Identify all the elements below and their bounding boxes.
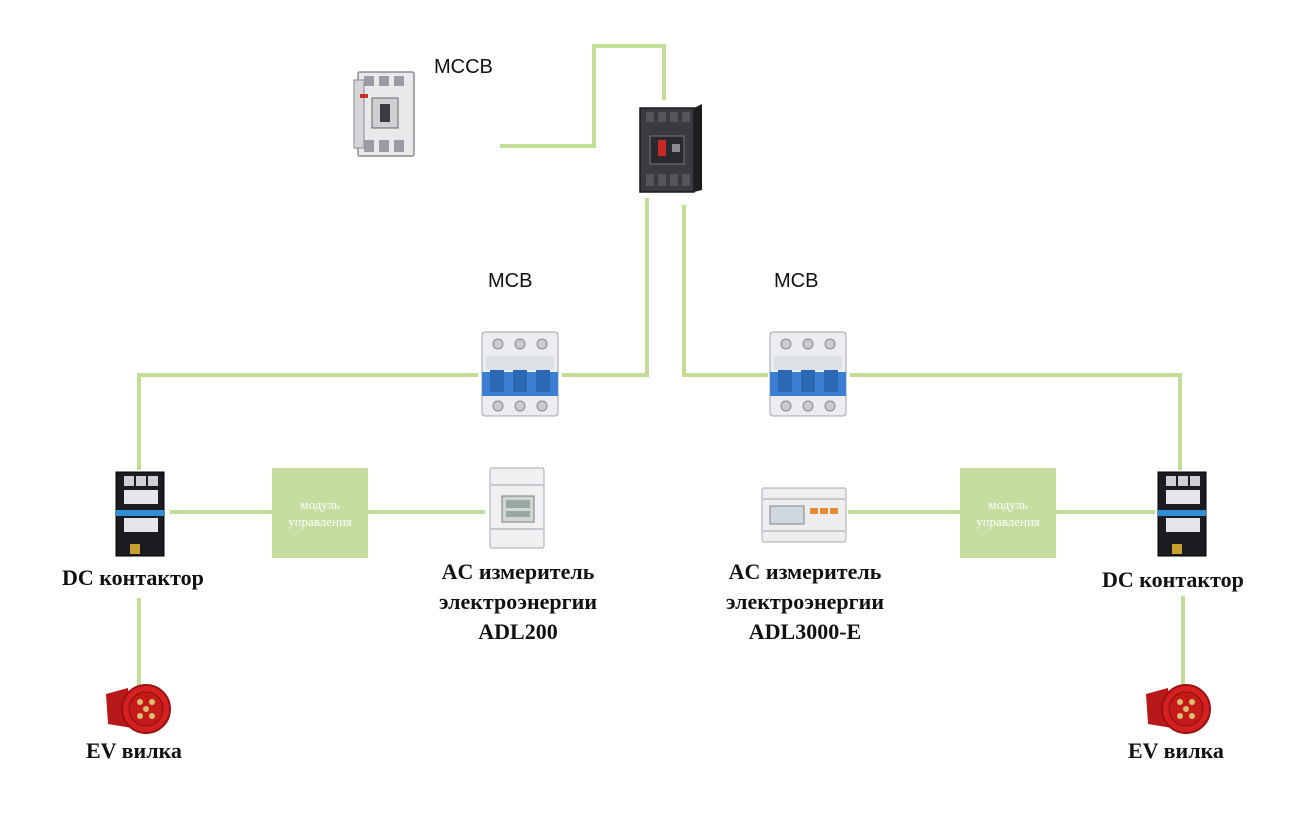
adl3000e-label-line-2: электроэнергии bbox=[726, 589, 884, 614]
dc-contactor-right-label: DC контактор bbox=[1102, 567, 1244, 592]
adl200-meter-image bbox=[489, 467, 545, 549]
mccb-image bbox=[353, 71, 415, 157]
wire-mccb-to-main-breaker bbox=[500, 44, 666, 148]
ev-plug-left-label: EV вилка bbox=[86, 738, 182, 763]
adl3000e-label-line-1: AC измеритель bbox=[728, 559, 882, 584]
ev-plug-right-label: EV вилка bbox=[1128, 738, 1224, 763]
adl3000e-label-line-3: ADL3000-E bbox=[748, 619, 862, 644]
mccb-label: MCCB bbox=[434, 56, 493, 78]
control-module-left-line-2: управления bbox=[288, 514, 352, 529]
adl200-meter-label: AC измеритель электроэнергии ADL200 bbox=[426, 557, 610, 647]
ev-plug-right-image bbox=[1146, 684, 1211, 734]
dc-contactor-left-image bbox=[115, 471, 165, 557]
control-module-left: модуль управления bbox=[272, 468, 368, 558]
wire-right-mcb-to-right-contactor bbox=[850, 373, 1182, 470]
ev-plug-left-image bbox=[106, 684, 171, 734]
wire-left-mcb-to-left-contactor bbox=[137, 373, 478, 470]
adl3000e-meter-label: AC измеритель электроэнергии ADL3000-E bbox=[710, 557, 900, 647]
adl200-label-line-2: электроэнергии bbox=[439, 589, 597, 614]
adl200-label-line-1: AC измеритель bbox=[441, 559, 595, 584]
control-module-left-line-1: модуль bbox=[300, 497, 340, 512]
mcb-right-image bbox=[769, 331, 847, 417]
adl3000e-meter-image bbox=[761, 487, 847, 543]
mcb-left-image bbox=[481, 331, 559, 417]
dc-contactor-left-label: DC контактор bbox=[62, 565, 204, 590]
control-module-right: модуль управления bbox=[960, 468, 1056, 558]
main-breaker-image bbox=[639, 104, 702, 193]
wire-main-breaker-to-left-mcb bbox=[562, 198, 649, 377]
control-module-right-line-2: управления bbox=[976, 514, 1040, 529]
mcb-left-label: MCB bbox=[488, 270, 533, 292]
control-module-right-line-1: модуль bbox=[988, 497, 1028, 512]
adl200-label-line-3: ADL200 bbox=[478, 619, 558, 644]
dc-contactor-right-image bbox=[1157, 471, 1207, 557]
mcb-right-label: MCB bbox=[774, 270, 819, 292]
wire-main-breaker-to-right-mcb bbox=[682, 205, 768, 377]
